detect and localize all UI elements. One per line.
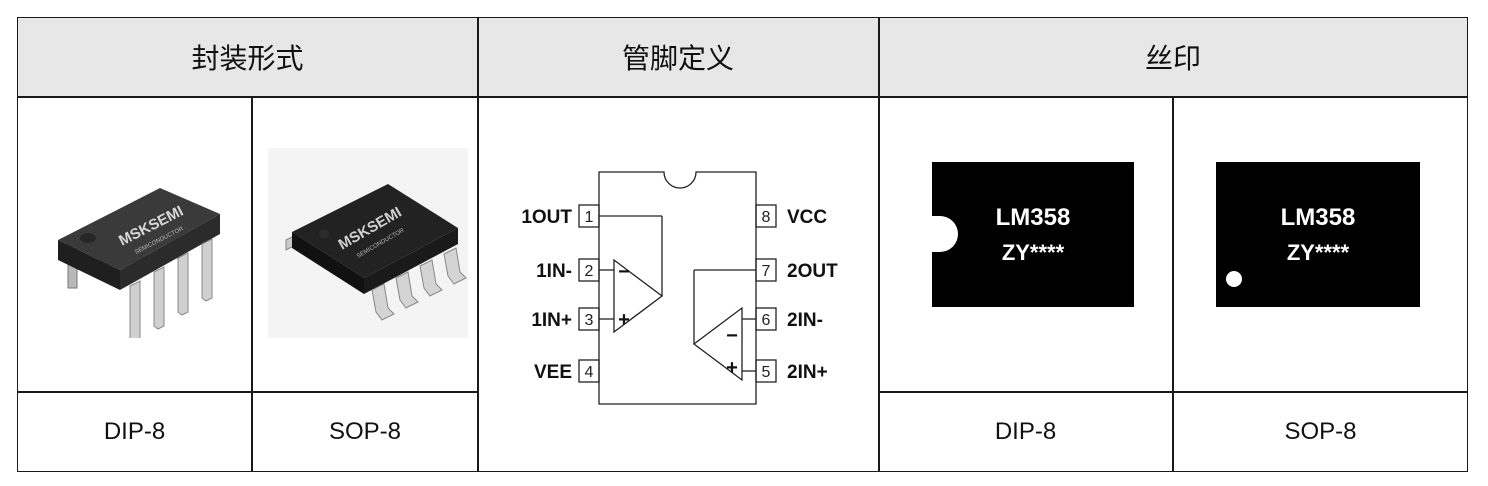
package-info-table: 封装形式 管脚定义 丝印 MSKSEMI SEMICONDUCTOR [17,17,1468,472]
header-marking: 丝印 [879,18,1467,96]
pin-name-2out: 2OUT [787,261,838,282]
sop8-chip-image: MSKSEMI SEMICONDUCTOR [268,148,468,338]
row-divider [18,391,477,393]
pin-number-1: 1 [585,209,594,226]
pin-name-1in-plus: 1IN+ [531,310,572,331]
pin-name-1out: 1OUT [521,207,572,228]
marking-sop8-line1: LM358 [1280,204,1356,231]
marking-sop8-chip: LM358 ZY**** [1216,162,1420,307]
column-divider [251,97,253,471]
ic-body-outline [598,171,757,405]
opamp-2-minus: − [726,325,738,347]
pin-number-7: 7 [762,263,771,280]
pin1-dot [1226,271,1242,287]
marking-dip8-chip: LM358 ZY**** [932,162,1134,307]
marking-sop8-line2: ZY**** [1286,240,1350,265]
pin-number-2: 2 [585,263,594,280]
column-divider [477,18,479,471]
pin-number-6: 6 [762,312,771,329]
marking-label-sop8: SOP-8 [1284,418,1357,445]
marking-dip8-line1: LM358 [995,204,1071,231]
marking-label-dip8: DIP-8 [994,418,1057,445]
pin-name-1in-minus: 1IN- [536,261,572,282]
pin-name-2in-plus: 2IN+ [787,362,828,383]
row-divider [878,391,1467,393]
dip8-chip-image: MSKSEMI SEMICONDUCTOR [58,188,220,338]
header-pin-definition: 管脚定义 [478,18,878,96]
opamp-1-symbol [613,258,664,334]
package-label-sop8: SOP-8 [328,418,402,445]
opamp-1-plus: + [618,309,630,331]
opamp-1-minus: − [618,261,630,283]
pin-name-vee: VEE [534,362,572,383]
marking-dip8-line2: ZY**** [1001,240,1065,265]
pinout-diagram: 1 2 3 4 8 7 6 5 1OUT 1IN- 1IN+ VEE VCC 2… [521,171,838,405]
column-divider [878,18,880,471]
opamp-2-symbol [692,306,743,382]
opamp-2-plus: + [726,357,738,379]
pin-number-5: 5 [762,364,771,381]
pin-number-8: 8 [762,209,771,226]
package-label-dip8: DIP-8 [103,418,166,445]
pin-name-2in-minus: 2IN- [787,310,823,331]
header-divider [18,96,1467,98]
pin-name-vcc: VCC [787,207,827,228]
header-package-form: 封装形式 [18,18,477,96]
pin-number-4: 4 [585,364,594,381]
pin-number-3: 3 [585,312,594,329]
column-divider [1172,97,1174,471]
